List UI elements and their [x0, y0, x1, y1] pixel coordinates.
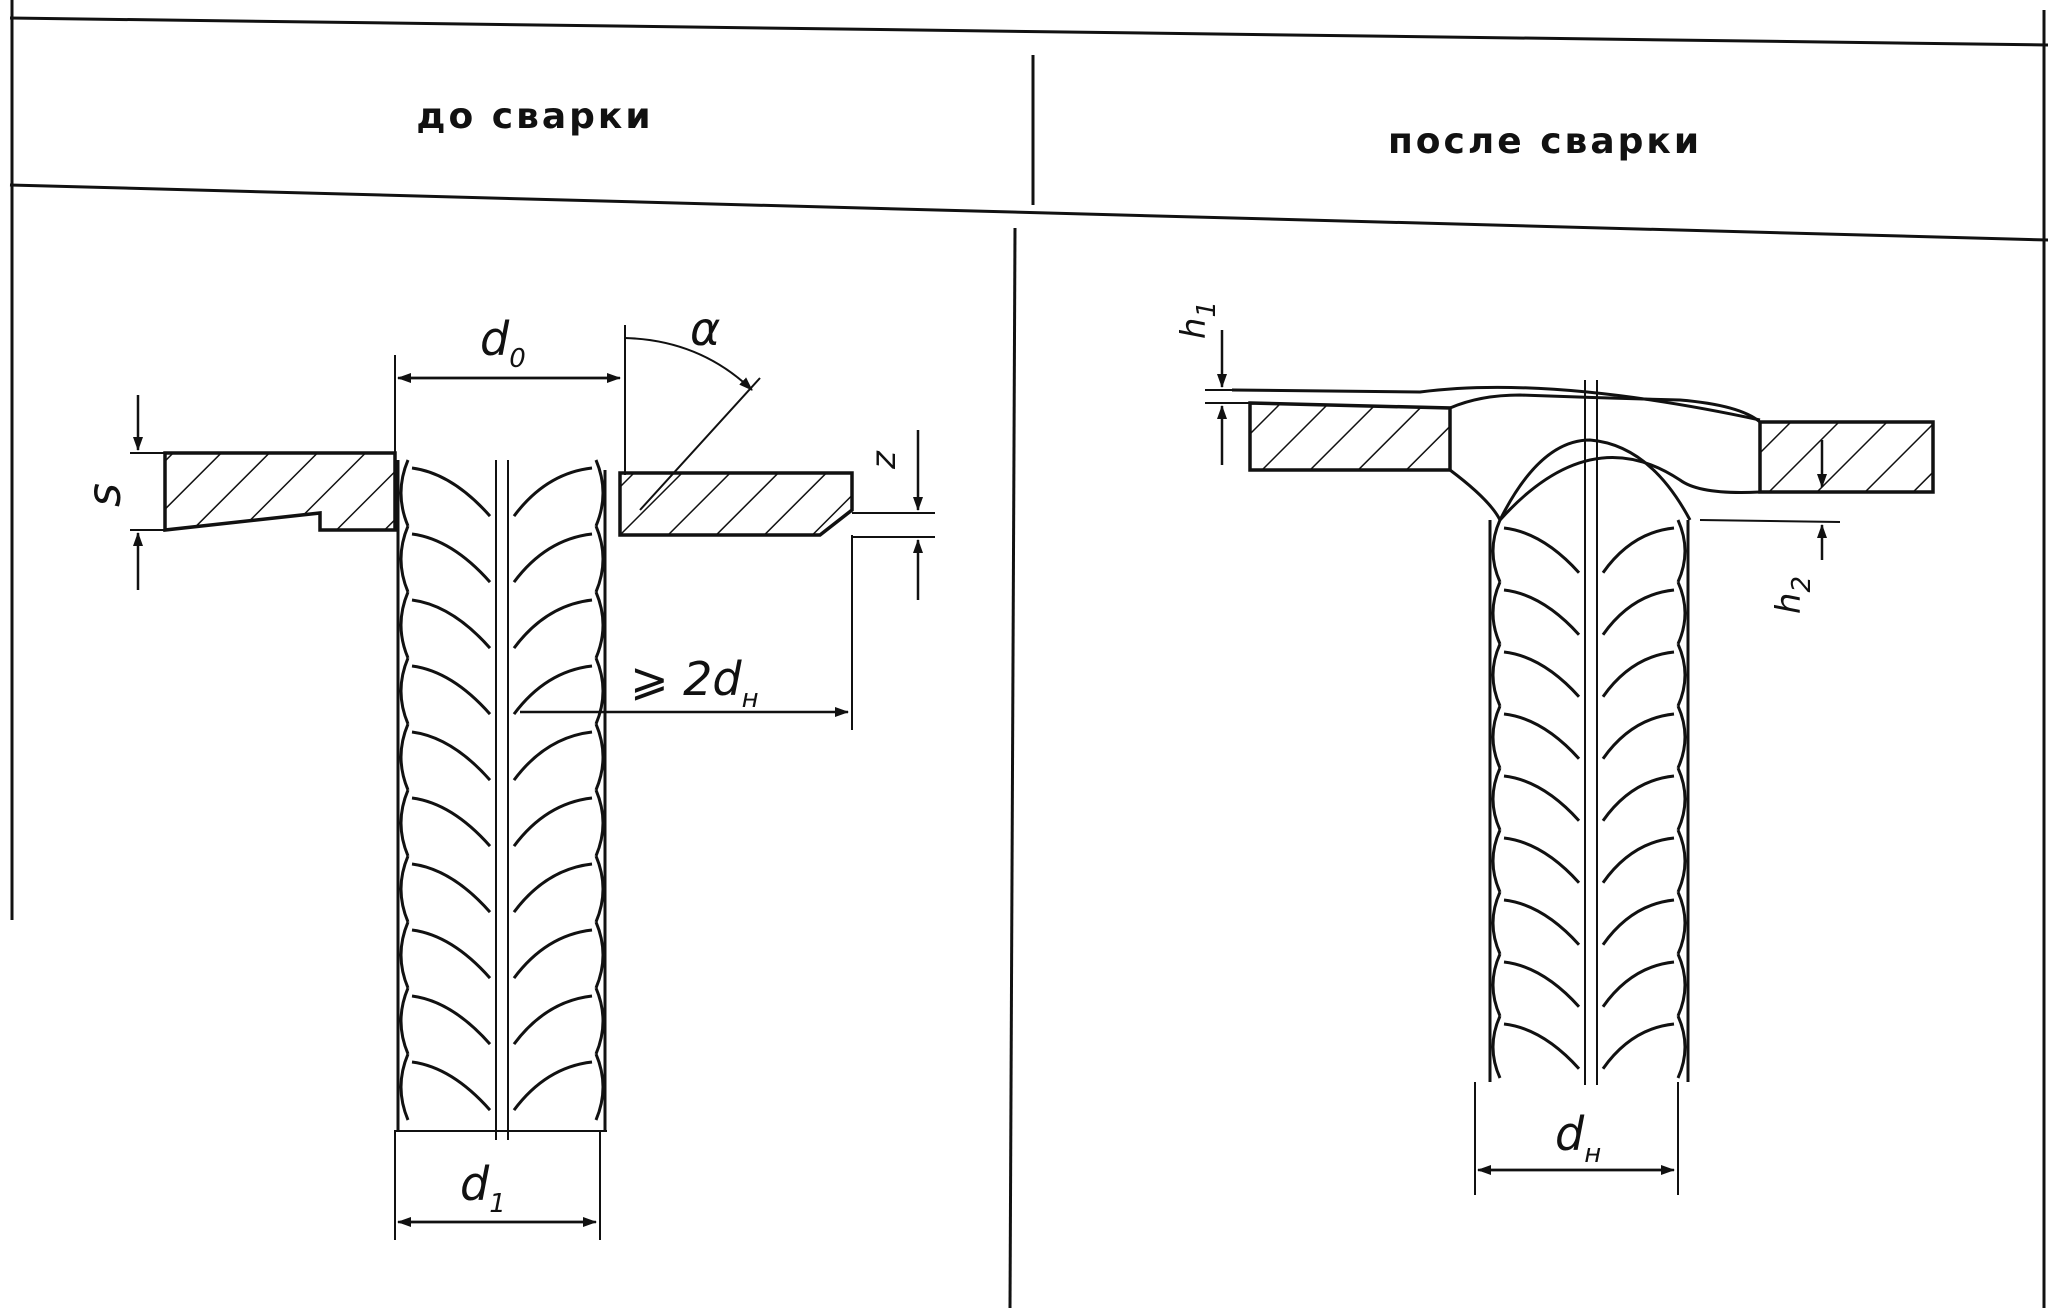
h2-label: h2	[1769, 576, 1817, 614]
rebar-before	[395, 459, 607, 1140]
d0-label: d0	[480, 312, 526, 374]
weld-root	[1449, 456, 1761, 523]
plate-right-section	[618, 471, 854, 537]
min-distance-label: ⩾ 2dн	[630, 652, 759, 714]
rebar-ribs-before	[399, 459, 605, 1121]
h1-label: h1	[1174, 301, 1222, 339]
dn-label: dн	[1555, 1107, 1601, 1169]
body-column-divider	[1008, 227, 1017, 1308]
plate-left-welded	[1248, 401, 1452, 472]
rebar-after	[1488, 380, 1690, 1085]
table-grid	[9, 0, 2048, 1308]
after-welding-view: h1 h2 dн	[1174, 301, 1935, 1195]
d1-label: d1	[460, 1157, 506, 1219]
header-before-welding: до сварки	[416, 96, 653, 137]
before-welding-view: d0 α s z ⩾ 2dн d1	[77, 302, 935, 1240]
table-top-border	[9, 16, 2048, 47]
rebar-ribs-after	[1491, 519, 1687, 1079]
s-label: s	[77, 483, 131, 507]
alpha-label: α	[690, 302, 720, 356]
z-label: z	[864, 450, 904, 470]
weld-bead-top	[1231, 385, 1761, 422]
plate-left-section	[163, 451, 397, 532]
plate-right-welded	[1758, 420, 1935, 494]
header-after-welding: после сварки	[1388, 121, 1702, 162]
header-bottom-border	[9, 183, 2048, 242]
